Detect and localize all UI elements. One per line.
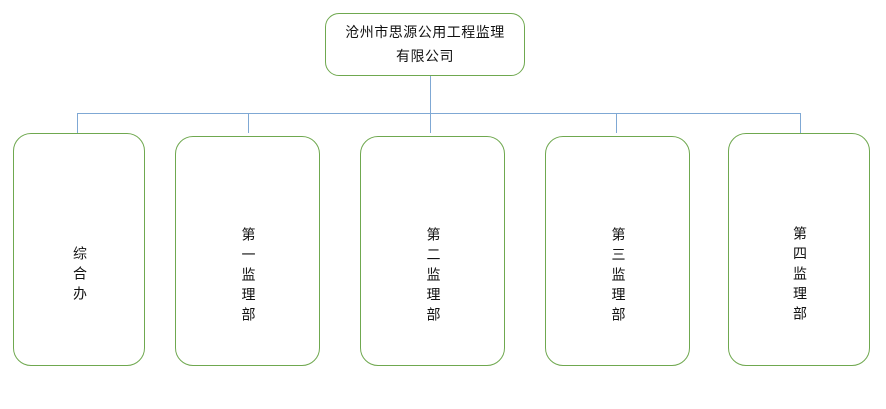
org-node-child-2-label: 第一监理部 <box>239 227 256 327</box>
org-node-child-5[interactable]: 第四监理部 <box>728 133 870 366</box>
org-node-child-3-label: 第二监理部 <box>424 227 441 327</box>
org-node-child-4-label: 第三监理部 <box>609 227 626 327</box>
org-node-child-2[interactable]: 第一监理部 <box>175 136 320 366</box>
connector-drop-child-3 <box>430 113 431 133</box>
org-node-child-1-label: 综合办 <box>71 245 87 306</box>
org-node-child-1[interactable]: 综合办 <box>13 133 145 366</box>
connector-drop-child-1 <box>77 113 78 133</box>
connector-drop-child-5 <box>800 113 801 133</box>
org-node-child-5-label: 第四监理部 <box>791 225 807 326</box>
connector-drop-child-2 <box>248 113 249 133</box>
connector-horizontal-bus <box>77 113 801 114</box>
org-node-root[interactable]: 沧州市思源公用工程监理 有限公司 <box>325 13 525 76</box>
org-node-child-3[interactable]: 第二监理部 <box>360 136 505 366</box>
connector-root-stem <box>430 76 431 113</box>
org-node-root-label: 沧州市思源公用工程监理 有限公司 <box>345 24 505 65</box>
org-node-child-4[interactable]: 第三监理部 <box>545 136 690 366</box>
connector-drop-child-4 <box>616 113 617 133</box>
